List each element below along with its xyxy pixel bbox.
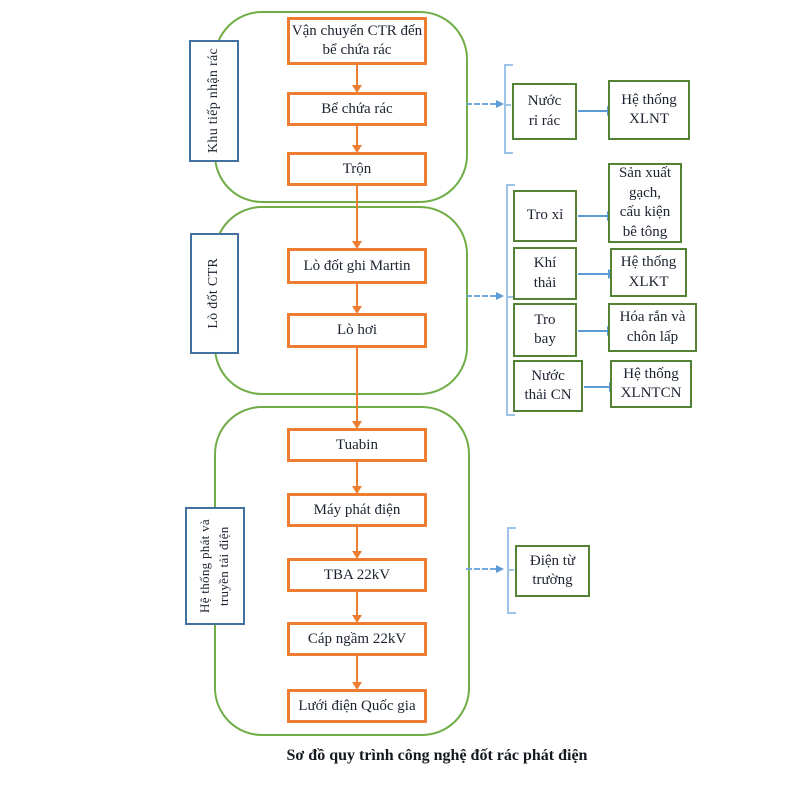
down-arrow-icon [352, 348, 362, 429]
section-label-receiving-area: Khu tiếp nhận rác [189, 40, 239, 162]
dashed-arrow-icon [466, 100, 504, 108]
byproduct-box-leachate: Nước rỉ rác [512, 83, 577, 140]
down-arrow-icon [352, 65, 362, 93]
down-arrow-icon [352, 592, 362, 623]
process-box-mixing: Trộn [287, 152, 427, 186]
right-arrow-icon [578, 269, 616, 279]
process-box-transport: Vận chuyển CTR đến bể chứa rác [287, 17, 427, 65]
treatment-box-xlntcn: Hệ thống XLNTCN [610, 360, 692, 408]
process-box-label: TBA 22kV [323, 566, 391, 583]
treatment-box-solidify-landfill: Hóa rắn và chôn lấp [608, 303, 697, 352]
treatment-box-xlkt: Hệ thống XLKT [610, 248, 687, 297]
treatment-label: Hệ thống XLNT [621, 91, 677, 128]
process-box-generator: Máy phát điện [287, 493, 427, 527]
diagram-caption: Sơ đồ quy trình công nghệ đốt rác phát đ… [286, 747, 588, 764]
down-arrow-icon [352, 186, 362, 249]
dashed-arrow-icon [466, 292, 504, 300]
treatment-label: Hóa rắn và chôn lấp [619, 309, 686, 345]
process-box-label: Lưới điện Quốc gia [298, 697, 416, 714]
process-box-martin-grate: Lò đốt ghi Martin [287, 248, 427, 284]
process-box-label: Trộn [342, 160, 372, 177]
bracket-icon [506, 184, 515, 416]
byproduct-box-flue-gas: Khí thải [513, 247, 577, 300]
treatment-label: Hệ thống XLKT [620, 254, 677, 290]
process-box-label: Lò đốt ghi Martin [303, 257, 411, 274]
process-box-underground-cable: Cáp ngầm 22kV [287, 622, 427, 656]
down-arrow-icon [352, 656, 362, 690]
process-box-label: Tuabin [336, 436, 378, 453]
down-arrow-icon [352, 462, 362, 494]
treatment-box-xlnt: Hệ thống XLNT [608, 80, 690, 140]
treatment-label: Hệ thống XLNTCN [620, 365, 682, 402]
treatment-label: Sản xuất gạch, cấu kiện bê tông [618, 165, 672, 240]
byproduct-label: Tro xỉ [526, 207, 564, 224]
down-arrow-icon [352, 527, 362, 559]
byproduct-label: Tro bay [534, 311, 556, 348]
down-arrow-icon [352, 126, 362, 153]
treatment-box-brick-production: Sản xuất gạch, cấu kiện bê tông [608, 163, 682, 243]
byproduct-label: Điện từ trường [529, 552, 576, 589]
down-arrow-icon [352, 284, 362, 314]
bracket-icon [507, 527, 516, 614]
section-label-incinerator: Lò đốt CTR [190, 233, 239, 354]
section-label-text: Hệ thống phát và truyền tải điện [197, 519, 231, 613]
byproduct-box-electromagnetic-field: Điện từ trường [515, 545, 590, 597]
right-arrow-icon [584, 382, 617, 392]
process-box-boiler: Lò hơi [287, 313, 427, 348]
right-arrow-icon [578, 106, 615, 116]
byproduct-label: Nước rỉ rác [527, 93, 562, 129]
process-box-national-grid: Lưới điện Quốc gia [287, 689, 427, 723]
process-box-label: Cáp ngầm 22kV [307, 630, 407, 647]
process-box-turbine: Tuabin [287, 428, 427, 462]
process-box-label: Lò hơi [336, 322, 377, 339]
dashed-arrow-icon [466, 565, 504, 573]
process-box-label: Máy phát điện [313, 501, 401, 518]
byproduct-box-fly-ash: Tro bay [513, 303, 577, 357]
section-container-incinerator [214, 206, 468, 395]
byproduct-label: Khí thải [533, 255, 557, 291]
process-box-label: Vận chuyển CTR đến bể chứa rác [291, 23, 423, 58]
byproduct-box-bottom-ash: Tro xỉ [513, 190, 577, 242]
process-box-waste-pit: Bể chứa rác [287, 92, 427, 126]
process-box-substation: TBA 22kV [287, 558, 427, 592]
section-label-power-system: Hệ thống phát và truyền tải điện [185, 507, 245, 625]
section-label-text: Lò đốt CTR [206, 258, 222, 329]
byproduct-label: Nước thải CN [524, 367, 572, 404]
right-arrow-icon [578, 211, 615, 221]
section-label-text: Khu tiếp nhận rác [205, 48, 221, 154]
byproduct-box-industrial-wastewater: Nước thải CN [513, 360, 583, 412]
process-box-label: Bể chứa rác [321, 100, 393, 117]
right-arrow-icon [578, 326, 615, 336]
bracket-icon [504, 64, 513, 154]
